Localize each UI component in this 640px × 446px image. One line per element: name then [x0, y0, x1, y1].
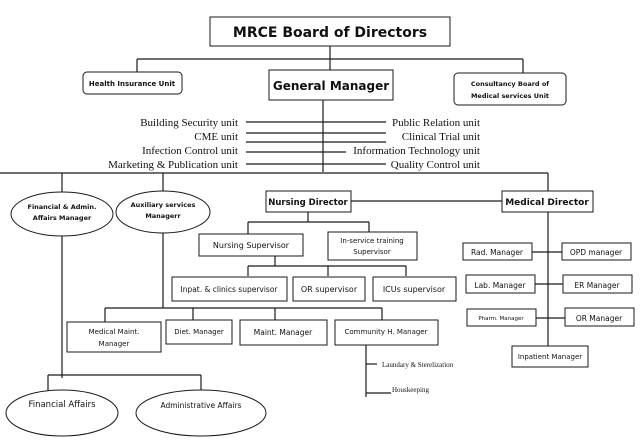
or-supervisor-label: OR supervisor	[301, 285, 358, 294]
rad-manager-label: Rad. Manager	[471, 248, 524, 257]
nursing-director-box[interactable]: Nursing Director	[265, 190, 352, 213]
inpat-clinics-supervisor-label: Inpat. & clinics supervisor	[180, 285, 278, 294]
staff-unit-building-security: Building Security unit	[140, 117, 238, 129]
consultancy-board-label-line1: Consultancy Board of	[471, 80, 549, 88]
auxiliary-services-manager-line1: Auxiliary services	[131, 201, 196, 209]
housekeeping-label: Houskeeping	[392, 386, 429, 394]
inpatient-manager-label: Inpatient Manager	[518, 353, 582, 361]
laundry-sterilization-label: Laundary & Sterelization	[382, 361, 454, 369]
community-h-manager-label: Community H. Manager	[344, 328, 427, 336]
maint-manager-box[interactable]: Maint. Manager	[239, 319, 328, 346]
general-manager-label: General Manager	[273, 79, 389, 93]
maint-manager-label: Maint. Manager	[254, 328, 313, 337]
community-h-manager-box[interactable]: Community H. Manager	[334, 319, 439, 346]
icus-supervisor-box[interactable]: ICUs supervisor	[372, 276, 457, 302]
board-box[interactable]: MRCE Board of Directors	[209, 16, 451, 47]
er-manager-label: ER Manager	[574, 281, 620, 290]
nursing-director-label: Nursing Director	[268, 198, 348, 208]
diet-manager-box[interactable]: Diet. Manager	[165, 319, 233, 345]
board-title: MRCE Board of Directors	[233, 25, 427, 41]
lab-manager-label: Lab. Manager	[474, 281, 526, 290]
financial-affairs-ellipse[interactable]: Financial Affairs	[5, 389, 119, 437]
inservice-training-line1: In-service training	[340, 237, 403, 245]
er-manager-box[interactable]: ER Manager	[562, 274, 633, 294]
staff-unit-cme: CME unit	[194, 131, 238, 143]
rad-manager-box[interactable]: Rad. Manager	[462, 242, 533, 261]
inpat-clinics-supervisor-box[interactable]: Inpat. & clinics supervisor	[171, 276, 288, 302]
consultancy-board-label-line2: Medical services Unit	[471, 92, 549, 100]
staff-unit-marketing-publication: Marketing & Publication unit	[108, 159, 238, 171]
financial-admin-manager-line2: Affairs Manager	[33, 214, 92, 222]
auxiliary-services-manager-ellipse[interactable]: Auxiliary services Managerr	[115, 190, 211, 234]
nursing-supervisor-box[interactable]: Nursing Supervisor	[198, 233, 304, 257]
pharm-manager-label: Pharm. Manager	[478, 316, 524, 322]
connectors	[0, 46, 566, 397]
staff-units-left: Building Security unit CME unit Infectio…	[108, 117, 238, 171]
or-manager-label: OR Manager	[576, 314, 623, 323]
financial-affairs-label: Financial Affairs	[28, 400, 96, 410]
icus-supervisor-label: ICUs supervisor	[383, 285, 446, 294]
or-manager-box[interactable]: OR Manager	[564, 307, 635, 327]
health-insurance-unit-label: Health Insurance Unit	[89, 80, 176, 88]
consultancy-board-box[interactable]: Consultancy Board of Medical services Un…	[453, 72, 567, 106]
staff-unit-quality-control: Quality Control unit	[391, 159, 480, 171]
financial-admin-manager-line1: Financial & Admin.	[28, 203, 97, 211]
staff-unit-public-relation: Public Relation unit	[392, 117, 480, 129]
lab-manager-box[interactable]: Lab. Manager	[465, 274, 536, 294]
staff-unit-infection-control: Infection Control unit	[142, 145, 238, 157]
inservice-training-line2: Supervisor	[353, 248, 391, 256]
medical-maint-manager-line1: Medical Maint.	[89, 328, 140, 336]
medical-maint-manager-line2: Manager	[99, 340, 130, 348]
administrative-affairs-ellipse[interactable]: Administrative Affairs	[135, 389, 267, 437]
administrative-affairs-label: Administrative Affairs	[161, 401, 242, 410]
inpatient-manager-box[interactable]: Inpatient Manager	[511, 345, 589, 368]
diet-manager-label: Diet. Manager	[174, 328, 224, 336]
medical-maint-manager-box[interactable]: Medical Maint. Manager	[66, 321, 162, 353]
general-manager-box[interactable]: General Manager	[268, 69, 394, 101]
staff-unit-clinical-trial: Clinical Trial unit	[402, 131, 480, 143]
staff-units-right: Public Relation unit Clinical Trial unit…	[353, 117, 480, 171]
pharm-manager-box[interactable]: Pharm. Manager	[466, 308, 537, 327]
medical-director-label: Medical Director	[505, 198, 589, 208]
inservice-training-supervisor-box[interactable]: In-service training Supervisor	[327, 231, 418, 261]
opd-manager-label: OPD manager	[570, 248, 623, 257]
auxiliary-services-manager-line2: Managerr	[145, 212, 181, 220]
nursing-supervisor-label: Nursing Supervisor	[213, 241, 290, 250]
staff-unit-information-technology: Information Technology unit	[353, 145, 480, 157]
opd-manager-box[interactable]: OPD manager	[561, 242, 632, 261]
health-insurance-unit-box[interactable]: Health Insurance Unit	[82, 71, 183, 95]
financial-admin-manager-ellipse[interactable]: Financial & Admin. Affairs Manager	[10, 191, 114, 237]
medical-director-box[interactable]: Medical Director	[501, 190, 594, 213]
or-supervisor-box[interactable]: OR supervisor	[292, 276, 366, 302]
